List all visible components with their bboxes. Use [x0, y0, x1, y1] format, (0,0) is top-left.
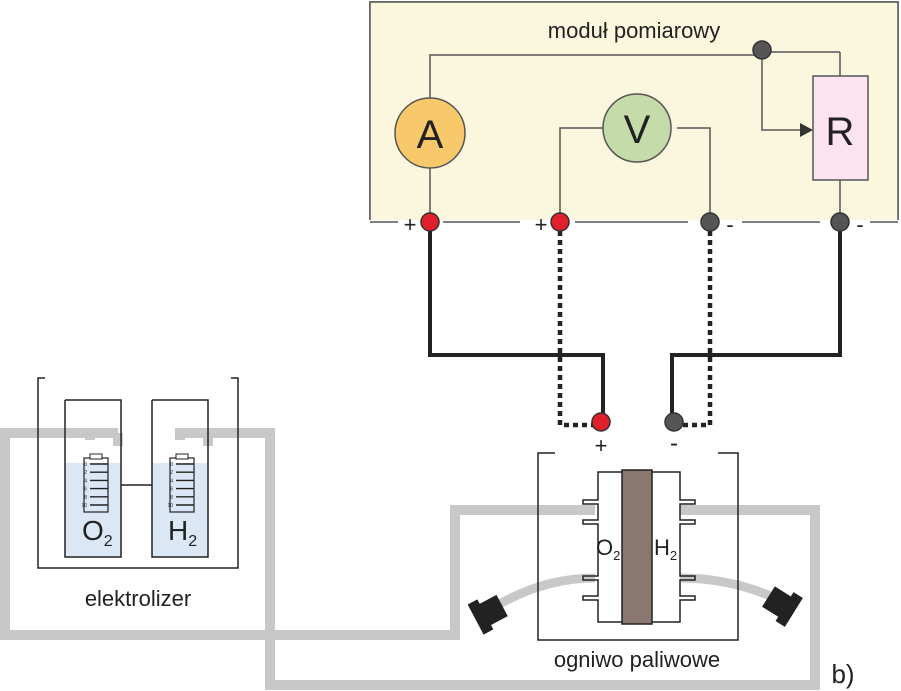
scale-tick-label: 10: [81, 503, 87, 509]
voltmeter-label: V: [624, 108, 651, 152]
dashed-cables: [557, 222, 713, 428]
fuel-cell-label: ogniwo paliwowe: [554, 647, 720, 672]
scale-tick-label: 10: [167, 503, 173, 509]
scale-tick-label: 0: [84, 462, 87, 468]
slider-arrow-head: [800, 123, 813, 137]
outlet-plugs: [467, 582, 803, 635]
electrolyzer: 0 2 4 6 8 10 0 2 4 6 8 10 O2 H2 elektrolizer: [37, 377, 239, 611]
terminal-sign-ammeter-plus: +: [404, 212, 417, 237]
electrolyzer-vessel: [37, 377, 239, 569]
panel-label: b): [831, 659, 854, 689]
electrolyzer-cell-right: [151, 399, 209, 558]
electrolyzer-gas-left: O2: [82, 515, 113, 550]
voltmeter: V: [602, 93, 672, 163]
resistor-label: R: [826, 110, 855, 154]
scale-tick-label: 8: [84, 495, 87, 501]
measuring-tube-cap: [89, 453, 103, 460]
terminal-voltmeter-plus[interactable]: [550, 212, 570, 232]
measuring-scale-right: 0 2 4 6 8 10: [167, 453, 195, 513]
terminal-sign-voltmeter-minus: -: [726, 212, 733, 237]
scale-tick-label: 2: [84, 470, 87, 476]
measuring-scale-left: 0 2 4 6 8 10: [81, 453, 109, 513]
module-wiring: [429, 51, 841, 222]
ammeter-label: A: [417, 113, 444, 157]
terminal-sign-voltmeter-plus: +: [535, 212, 548, 237]
terminal-ammeter-plus[interactable]: [420, 212, 440, 232]
ammeter: A: [394, 97, 466, 169]
electrolyzer-label: elektrolizer: [85, 586, 191, 611]
measuring-tube-cap: [175, 453, 189, 460]
fuel-cell-housing: [537, 452, 739, 641]
scale-tick-label: 0: [170, 462, 173, 468]
outlet-plug-left[interactable]: [467, 590, 510, 635]
solid-cables: [428, 222, 842, 422]
fuel-cell-gas-left: O2: [596, 535, 620, 563]
fuel-cell-terminal-minus[interactable]: [664, 412, 684, 432]
fuel-cell-gas-right: H2: [654, 535, 677, 563]
fuel-cell-left-electrode: [582, 471, 622, 623]
outlet-plug-right[interactable]: [759, 582, 803, 627]
scale-tick-label: 4: [170, 478, 173, 484]
electrolyzer-cell-left: [64, 399, 122, 558]
scale-tick-label: 6: [170, 487, 173, 493]
terminal-resistor-minus[interactable]: [830, 212, 850, 232]
fuel-cell-sign-plus: +: [595, 433, 608, 458]
scale-tick-label: 6: [84, 487, 87, 493]
module-title: moduł pomiarowy: [548, 18, 720, 43]
measurement-module: moduł pomiarowy A V R +: [369, 1, 899, 237]
fuel-cell-membrane: [621, 469, 653, 625]
fuel-cell: O2 H2 ogniwo paliwowe: [537, 452, 739, 672]
electrolyzer-gas-right: H2: [168, 515, 197, 550]
junction-node: [752, 40, 772, 60]
scale-tick-label: 2: [170, 470, 173, 476]
scale-tick-label: 8: [170, 495, 173, 501]
terminal-sign-resistor-minus: -: [856, 212, 863, 237]
fuel-cell-right-electrode: [652, 471, 696, 623]
fuel-cell-outlets: [495, 573, 777, 609]
fuel-cell-sign-minus: -: [670, 430, 678, 457]
terminal-voltmeter-minus[interactable]: [700, 212, 720, 232]
resistor: R: [812, 75, 869, 181]
fuel-cell-terminal-plus[interactable]: [591, 412, 611, 432]
scale-tick-label: 4: [84, 478, 87, 484]
